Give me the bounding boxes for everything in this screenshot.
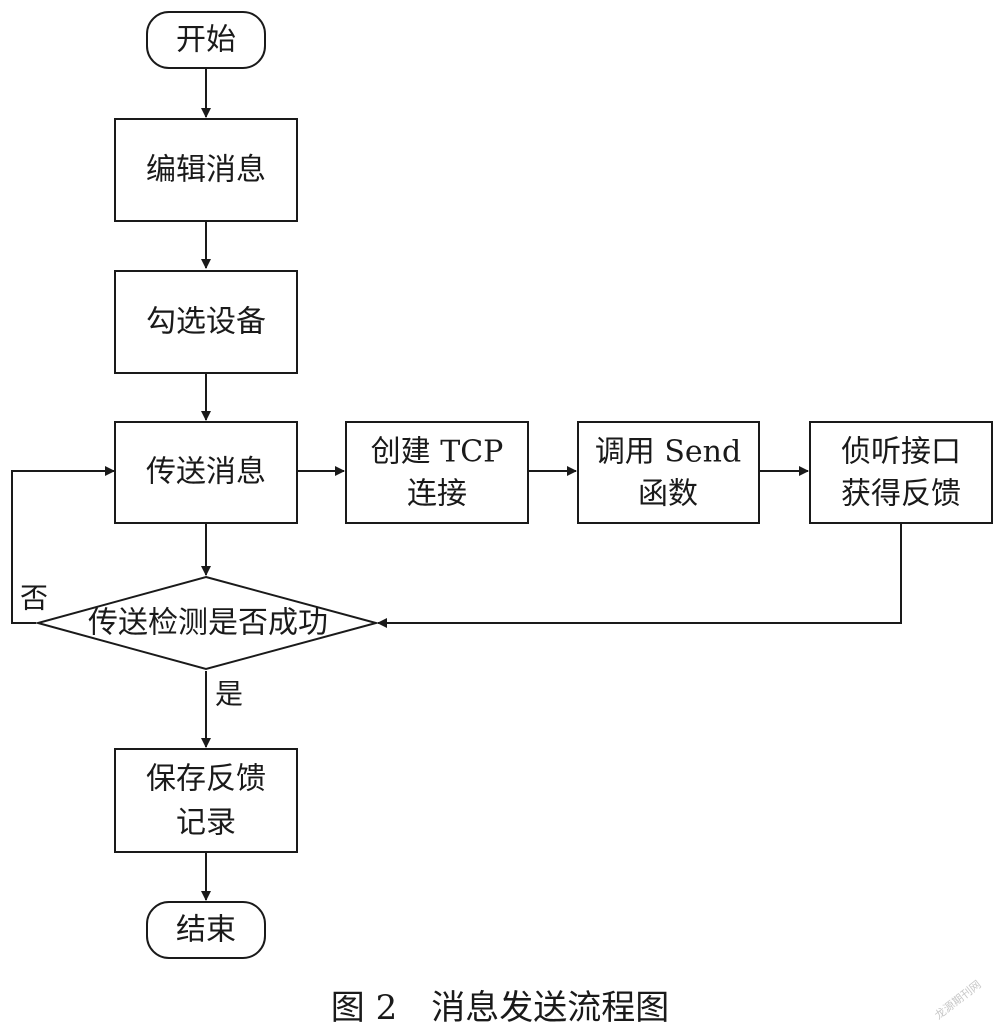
listen-feedback-label-line2: 获得反馈 <box>841 477 961 512</box>
node-listen-feedback: 侦听接口 获得反馈 <box>809 421 993 524</box>
figure-caption: 图 2 消息发送流程图 <box>331 988 669 1028</box>
edge-label-no: 否 <box>20 582 48 615</box>
call-send-label-line1: 调用 Send <box>595 435 741 470</box>
watermark-text: 龙源期刊网 <box>932 977 984 1022</box>
call-send-label-line2: 函数 <box>638 477 698 512</box>
call-send-box <box>577 421 760 524</box>
end-label: 结束 <box>176 913 236 948</box>
check-success-label: 传送检测是否成功 <box>88 606 328 641</box>
save-record-label-line2: 记录 <box>176 806 236 841</box>
node-end: 结束 <box>146 901 266 959</box>
check-success-diamond <box>34 575 380 671</box>
listen-feedback-box <box>809 421 993 524</box>
create-tcp-label-line2: 连接 <box>407 477 467 512</box>
edge-label-yes: 是 <box>215 678 243 711</box>
edge-check-transmit-no <box>11 466 115 624</box>
create-tcp-box <box>345 421 529 524</box>
node-edit-message: 编辑消息 <box>114 118 298 222</box>
save-record-box <box>114 748 298 853</box>
edit-message-box <box>114 118 298 222</box>
select-device-box <box>114 270 298 374</box>
node-create-tcp: 创建 TCP 连接 <box>345 421 529 524</box>
edge-listen-check <box>377 523 902 628</box>
edit-message-label: 编辑消息 <box>146 153 266 188</box>
start-label: 开始 <box>176 23 236 58</box>
listen-feedback-label-line1: 侦听接口 <box>841 435 961 470</box>
start-terminal <box>146 11 266 69</box>
create-tcp-label-line1: 创建 TCP <box>371 435 504 470</box>
node-start: 开始 <box>146 11 266 69</box>
transmit-message-box <box>114 421 298 524</box>
edges <box>11 68 902 901</box>
select-device-label: 勾选设备 <box>146 305 266 340</box>
node-transmit-message: 传送消息 <box>114 421 298 524</box>
end-terminal <box>146 901 266 959</box>
node-select-device: 勾选设备 <box>114 270 298 374</box>
node-check-success: 传送检测是否成功 <box>34 575 380 671</box>
transmit-message-label: 传送消息 <box>146 455 266 490</box>
node-call-send: 调用 Send 函数 <box>577 421 760 524</box>
node-save-record: 保存反馈 记录 <box>114 748 298 853</box>
save-record-label-line1: 保存反馈 <box>146 762 266 797</box>
